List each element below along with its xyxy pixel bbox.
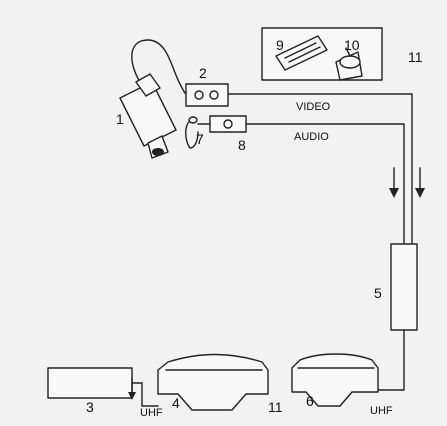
uhf-cable-right [371,329,405,391]
distributor-box [390,243,418,331]
tv-right-icon [291,353,379,407]
recorder-icon [185,83,229,107]
microphone-icon [185,116,199,149]
props-inset [261,27,383,81]
label-uhf-left: UHF [140,407,163,419]
audio-unit-icon [197,115,247,133]
tv-left-icon [157,353,269,411]
video-cable [227,93,413,245]
label-camera: 1 [116,111,124,127]
label-audio-unit: 8 [238,137,246,153]
label-video: VIDEO [296,101,331,113]
left-monitor-icon [47,367,159,407]
label-microphone: 7 [196,131,204,147]
signal-arrows [389,167,425,198]
label-studio-bottom: 11 [268,399,283,415]
camera-viewfinder [135,73,161,97]
label-audio: AUDIO [294,131,329,143]
label-monitor-left: 3 [86,399,94,415]
label-tape: 9 [276,37,284,53]
camera-icon [119,39,191,159]
camera-cable [131,39,191,97]
audio-cable [245,123,405,245]
tape-icon [275,35,328,71]
lamp-icon [335,47,363,81]
label-tv-right: 6 [306,393,314,409]
label-distributor: 5 [374,285,382,301]
label-tv-left: 4 [172,395,180,411]
label-uhf-right: UHF [370,405,393,417]
label-recorder: 2 [199,65,207,81]
label-studio-top: 11 [408,49,423,65]
label-lamp: 10 [344,37,360,53]
